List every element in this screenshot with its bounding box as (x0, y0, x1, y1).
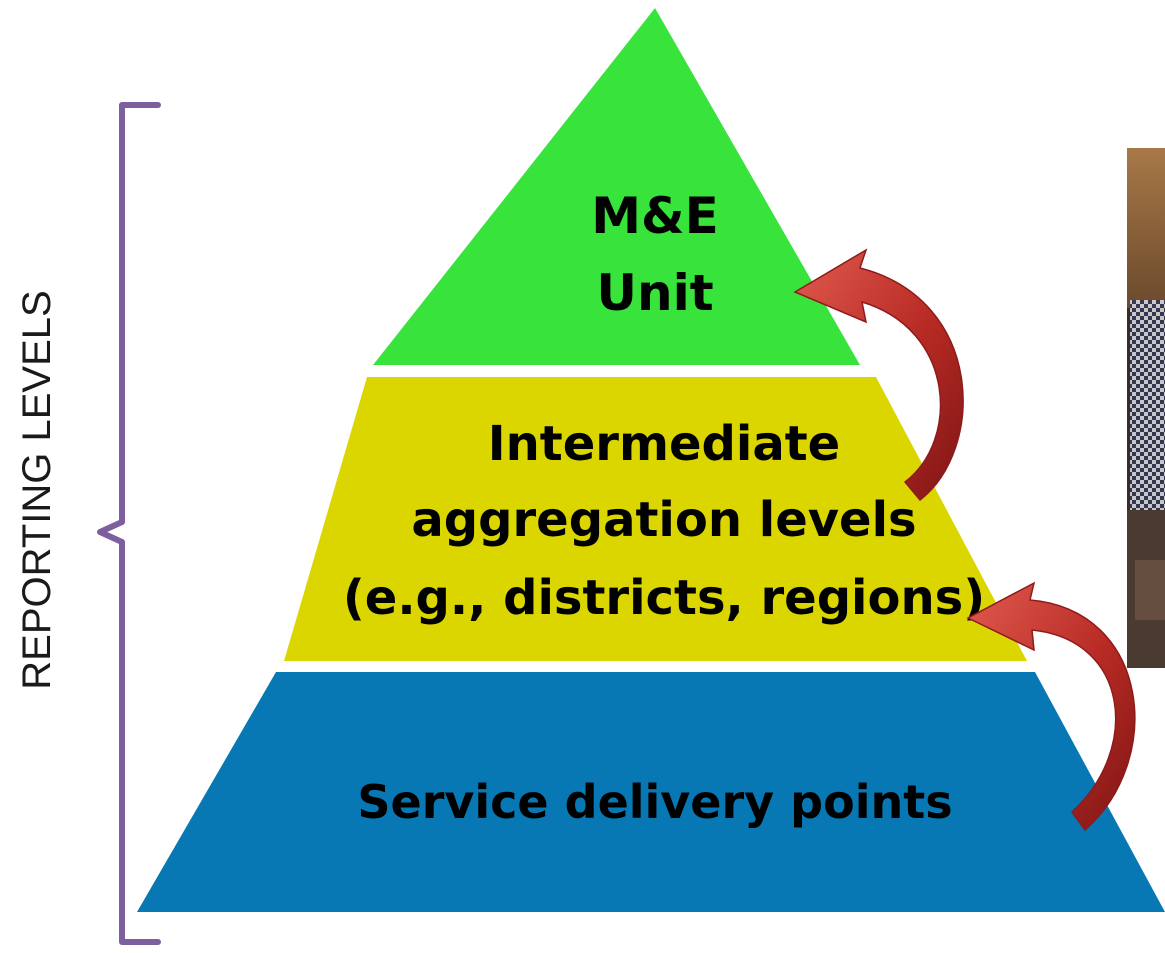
photo-fragment (1127, 148, 1165, 668)
level-top-line-1: M&E (591, 187, 719, 245)
arrow-bottom-to-middle (966, 581, 1136, 832)
pyramid-level-middle (284, 377, 1027, 661)
level-middle-line-1: Intermediate (488, 416, 840, 472)
side-label: REPORTING LEVELS (15, 290, 59, 689)
pyramid-level-bottom (137, 672, 1165, 912)
level-middle-line-3: (e.g., districts, regions) (343, 570, 985, 626)
level-top-line-2: Unit (596, 264, 713, 322)
level-bottom-line-1: Service delivery points (357, 775, 952, 829)
arrow-middle-to-top (793, 248, 964, 502)
level-middle-line-2: aggregation levels (411, 492, 916, 548)
pyramid-level-top (373, 8, 860, 365)
bracket-brace (97, 102, 161, 945)
